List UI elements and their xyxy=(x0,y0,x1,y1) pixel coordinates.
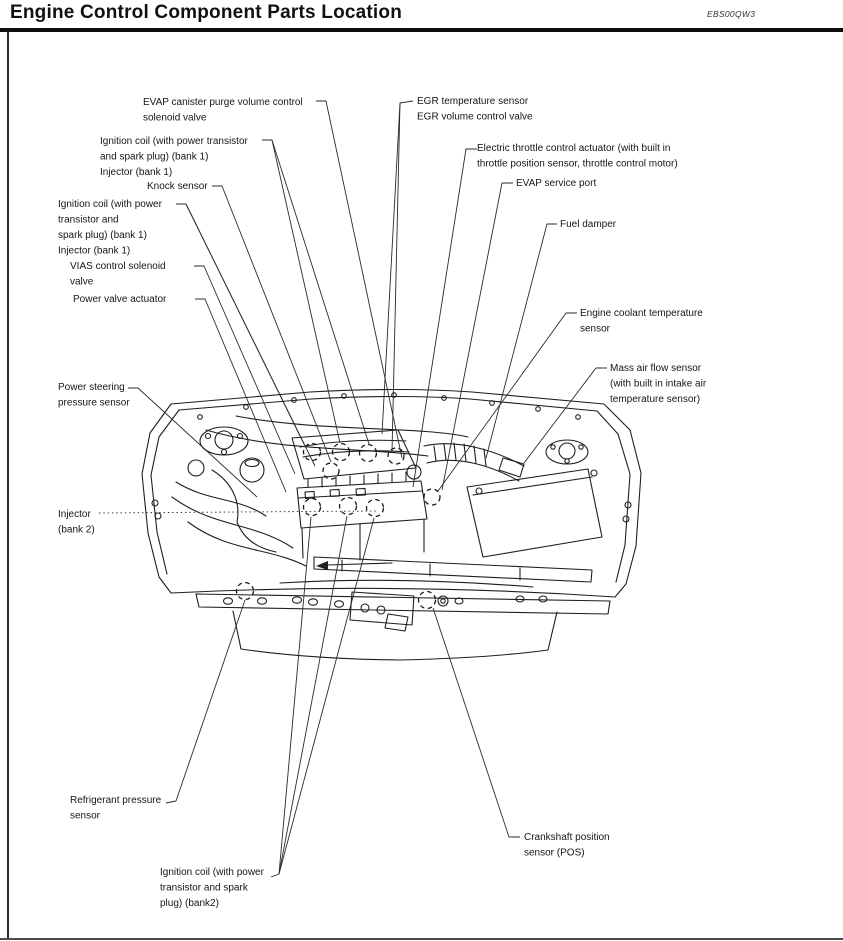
svg-text:Electric throttle control actu: Electric throttle control actuator (with… xyxy=(477,143,670,154)
label-electric-throttle: Electric throttle control actuator (with… xyxy=(477,143,678,170)
svg-text:Ignition coil (with power: Ignition coil (with power xyxy=(160,867,265,878)
leader-mass-air-flow xyxy=(523,367,607,464)
svg-text:solenoid valve: solenoid valve xyxy=(143,113,207,124)
marker-ignition-coil-bank1-2 xyxy=(331,442,351,462)
leader-power-steering xyxy=(128,387,258,498)
label-vias-control: VIAS control solenoid valve xyxy=(70,261,166,288)
label-evap-canister-purge: EVAP canister purge volume control solen… xyxy=(143,97,303,124)
marker-ignition-coil-bank1-3 xyxy=(358,443,378,463)
label-refrigerant-pressure: Refrigerant pressure sensor xyxy=(70,795,162,822)
svg-text:EVAP canister purge volume con: EVAP canister purge volume control xyxy=(143,97,303,108)
label-mass-air-flow: Mass air flow sensor (with built in inta… xyxy=(610,363,707,405)
label-fuel-damper: Fuel damper xyxy=(560,219,617,230)
marker-knock-sensor xyxy=(322,462,340,480)
svg-text:throttle position sensor, thro: throttle position sensor, throttle contr… xyxy=(477,159,678,170)
svg-text:EGR volume control valve: EGR volume control valve xyxy=(417,112,533,123)
svg-text:Crankshaft position: Crankshaft position xyxy=(524,832,610,843)
leader-ignition-coil-bank1-a2 xyxy=(271,139,370,445)
svg-text:Mass air flow sensor: Mass air flow sensor xyxy=(610,363,702,374)
page-title: Engine Control Component Parts Location xyxy=(10,2,403,23)
label-ignition-coil-bank2: Ignition coil (with power transistor and… xyxy=(160,867,265,909)
leader-power-valve-actuator xyxy=(195,298,287,493)
svg-text:Knock sensor: Knock sensor xyxy=(147,181,208,192)
svg-text:Power valve actuator: Power valve actuator xyxy=(73,294,167,305)
label-egr: EGR temperature sensor EGR volume contro… xyxy=(417,96,533,123)
marker-evap-purge-solenoid xyxy=(387,447,405,465)
label-power-valve-actuator: Power valve actuator xyxy=(73,294,167,305)
leader-evap-service-port xyxy=(441,182,513,491)
left-page-rule xyxy=(7,31,9,939)
leader-egr-2 xyxy=(391,102,401,453)
svg-text:Injector (bank 1): Injector (bank 1) xyxy=(58,246,130,257)
svg-text:sensor: sensor xyxy=(70,811,101,822)
svg-text:(with built in intake air: (with built in intake air xyxy=(610,379,707,390)
svg-text:Power steering: Power steering xyxy=(58,382,125,393)
label-evap-service-port: EVAP service port xyxy=(516,178,596,189)
leader-ignition-coil-bank2-2 xyxy=(278,515,348,875)
svg-text:sensor (POS): sensor (POS) xyxy=(524,848,585,859)
svg-text:Ignition coil (with power: Ignition coil (with power xyxy=(58,199,163,210)
label-injector-bank2: Injector (bank 2) xyxy=(58,509,95,536)
svg-text:Injector: Injector xyxy=(58,509,91,520)
svg-text:and spark plug) (bank 1): and spark plug) (bank 1) xyxy=(100,152,208,163)
doc-code: EBS00QW3 xyxy=(707,9,756,19)
leader-engine-coolant-temp xyxy=(437,312,577,492)
svg-text:spark plug) (bank 1): spark plug) (bank 1) xyxy=(58,230,147,241)
svg-text:VIAS control solenoid: VIAS control solenoid xyxy=(70,261,166,272)
svg-text:pressure sensor: pressure sensor xyxy=(58,398,130,409)
svg-text:EVAP service port: EVAP service port xyxy=(516,178,596,189)
svg-text:Fuel damper: Fuel damper xyxy=(560,219,617,230)
svg-text:Ignition coil (with power tran: Ignition coil (with power transistor xyxy=(100,136,249,147)
leader-ignition-coil-bank2-1 xyxy=(270,516,312,878)
leader-crankshaft-position xyxy=(432,607,520,838)
leader-vias-control xyxy=(194,265,296,475)
marker-coolant-temp-sensor xyxy=(423,488,441,506)
marker-crankshaft-sensor xyxy=(417,590,437,610)
leader-ignition-coil-bank1-a1 xyxy=(262,139,341,444)
svg-text:transistor and: transistor and xyxy=(58,215,119,226)
svg-text:Refrigerant pressure: Refrigerant pressure xyxy=(70,795,162,806)
bottom-page-rule xyxy=(0,938,843,940)
title-underline-rule xyxy=(0,28,843,32)
leader-ignition-coil-bank2-3 xyxy=(278,517,375,875)
label-ignition-coil-bank1-b: Ignition coil (with power transistor and… xyxy=(58,199,163,257)
leader-fuel-damper xyxy=(485,223,557,459)
marker-ignition-coil-bank2-1 xyxy=(302,497,322,517)
label-power-steering: Power steering pressure sensor xyxy=(58,382,130,409)
leader-knock-sensor xyxy=(212,185,332,463)
label-crankshaft-position: Crankshaft position sensor (POS) xyxy=(524,832,610,859)
leader-electric-throttle xyxy=(412,148,477,488)
svg-text:transistor and spark: transistor and spark xyxy=(160,883,249,894)
svg-text:valve: valve xyxy=(70,277,94,288)
label-knock-sensor: Knock sensor xyxy=(147,181,208,192)
svg-text:(bank 2): (bank 2) xyxy=(58,525,95,536)
marker-ignition-coil-bank2-3 xyxy=(365,498,385,518)
marker-ignition-coil-bank2-2 xyxy=(338,496,358,516)
marker-refrigerant-sensor xyxy=(235,581,255,601)
svg-text:Engine coolant temperature: Engine coolant temperature xyxy=(580,308,703,319)
leader-ignition-coil-bank1-b1 xyxy=(176,203,305,445)
leader-ignition-coil-bank1-b2 xyxy=(185,203,316,467)
front-direction-arrowhead xyxy=(316,561,328,570)
svg-text:temperature sensor): temperature sensor) xyxy=(610,394,700,405)
leader-injector-bank2 xyxy=(98,510,379,514)
marker-ignition-coil-bank1-1 xyxy=(302,442,322,462)
engine-illustration xyxy=(141,388,642,661)
leader-refrigerant-pressure xyxy=(165,599,246,804)
label-engine-coolant-temp: Engine coolant temperature sensor xyxy=(580,308,703,335)
leader-evap-canister-purge xyxy=(316,100,403,459)
svg-text:plug) (bank2): plug) (bank2) xyxy=(160,898,219,909)
svg-text:EGR temperature sensor: EGR temperature sensor xyxy=(417,96,529,107)
svg-text:sensor: sensor xyxy=(580,324,611,335)
front-direction-arrow xyxy=(326,562,393,566)
svg-text:Injector (bank 1): Injector (bank 1) xyxy=(100,167,172,178)
label-ignition-coil-bank1-a: Ignition coil (with power transistor and… xyxy=(100,136,249,178)
